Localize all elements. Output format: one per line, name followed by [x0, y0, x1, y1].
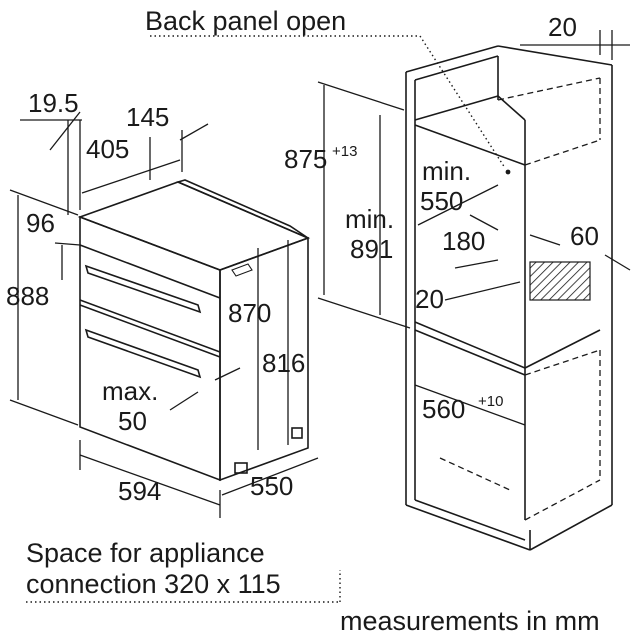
dim-20-mid-label: 20 [415, 284, 444, 314]
connection-note-line1: Space for appliance [26, 538, 265, 568]
dim-19-5-label: 19.5 [28, 88, 79, 118]
dim-145-label: 145 [126, 102, 169, 132]
dim-560-label: 560 [422, 394, 465, 424]
cabinet-drawing [150, 35, 613, 551]
dim-560-tolerance-label: +10 [478, 393, 503, 410]
dim-max-label: max. [102, 376, 158, 406]
dim-875-label: 875 [284, 144, 327, 174]
back-panel-open-label: Back panel open [145, 6, 346, 36]
dim-891-label: 891 [350, 234, 393, 264]
dim-875-tolerance-label: +13 [332, 143, 357, 160]
dim-550-depth-label: 550 [250, 471, 293, 501]
connection-note-line2: connection 320 x 115 [26, 569, 281, 599]
dim-20-top-label: 20 [548, 12, 577, 42]
dim-870-label: 870 [228, 298, 271, 328]
dim-888-label: 888 [6, 281, 49, 311]
connection-space-hatch [529, 261, 591, 301]
dim-60-label: 60 [570, 221, 599, 251]
text-labels: Back panel open 20 19.5 145 405 96 888 8… [6, 6, 600, 636]
cabinet-dimensions [317, 30, 631, 426]
dim-550-cabinet-label: 550 [420, 186, 463, 216]
dim-min-891-label: min. [345, 204, 394, 234]
measurements-units-label: measurements in mm [340, 606, 600, 636]
dim-180-label: 180 [442, 226, 485, 256]
dim-594-label: 594 [118, 476, 161, 506]
dim-405-label: 405 [86, 134, 129, 164]
oven-dimensions [9, 111, 319, 518]
dim-50-label: 50 [118, 406, 147, 436]
dim-816-label: 816 [262, 348, 305, 378]
oven-drawing [77, 179, 311, 482]
dim-96-label: 96 [26, 208, 55, 238]
dim-min-550-label: min. [422, 156, 471, 186]
